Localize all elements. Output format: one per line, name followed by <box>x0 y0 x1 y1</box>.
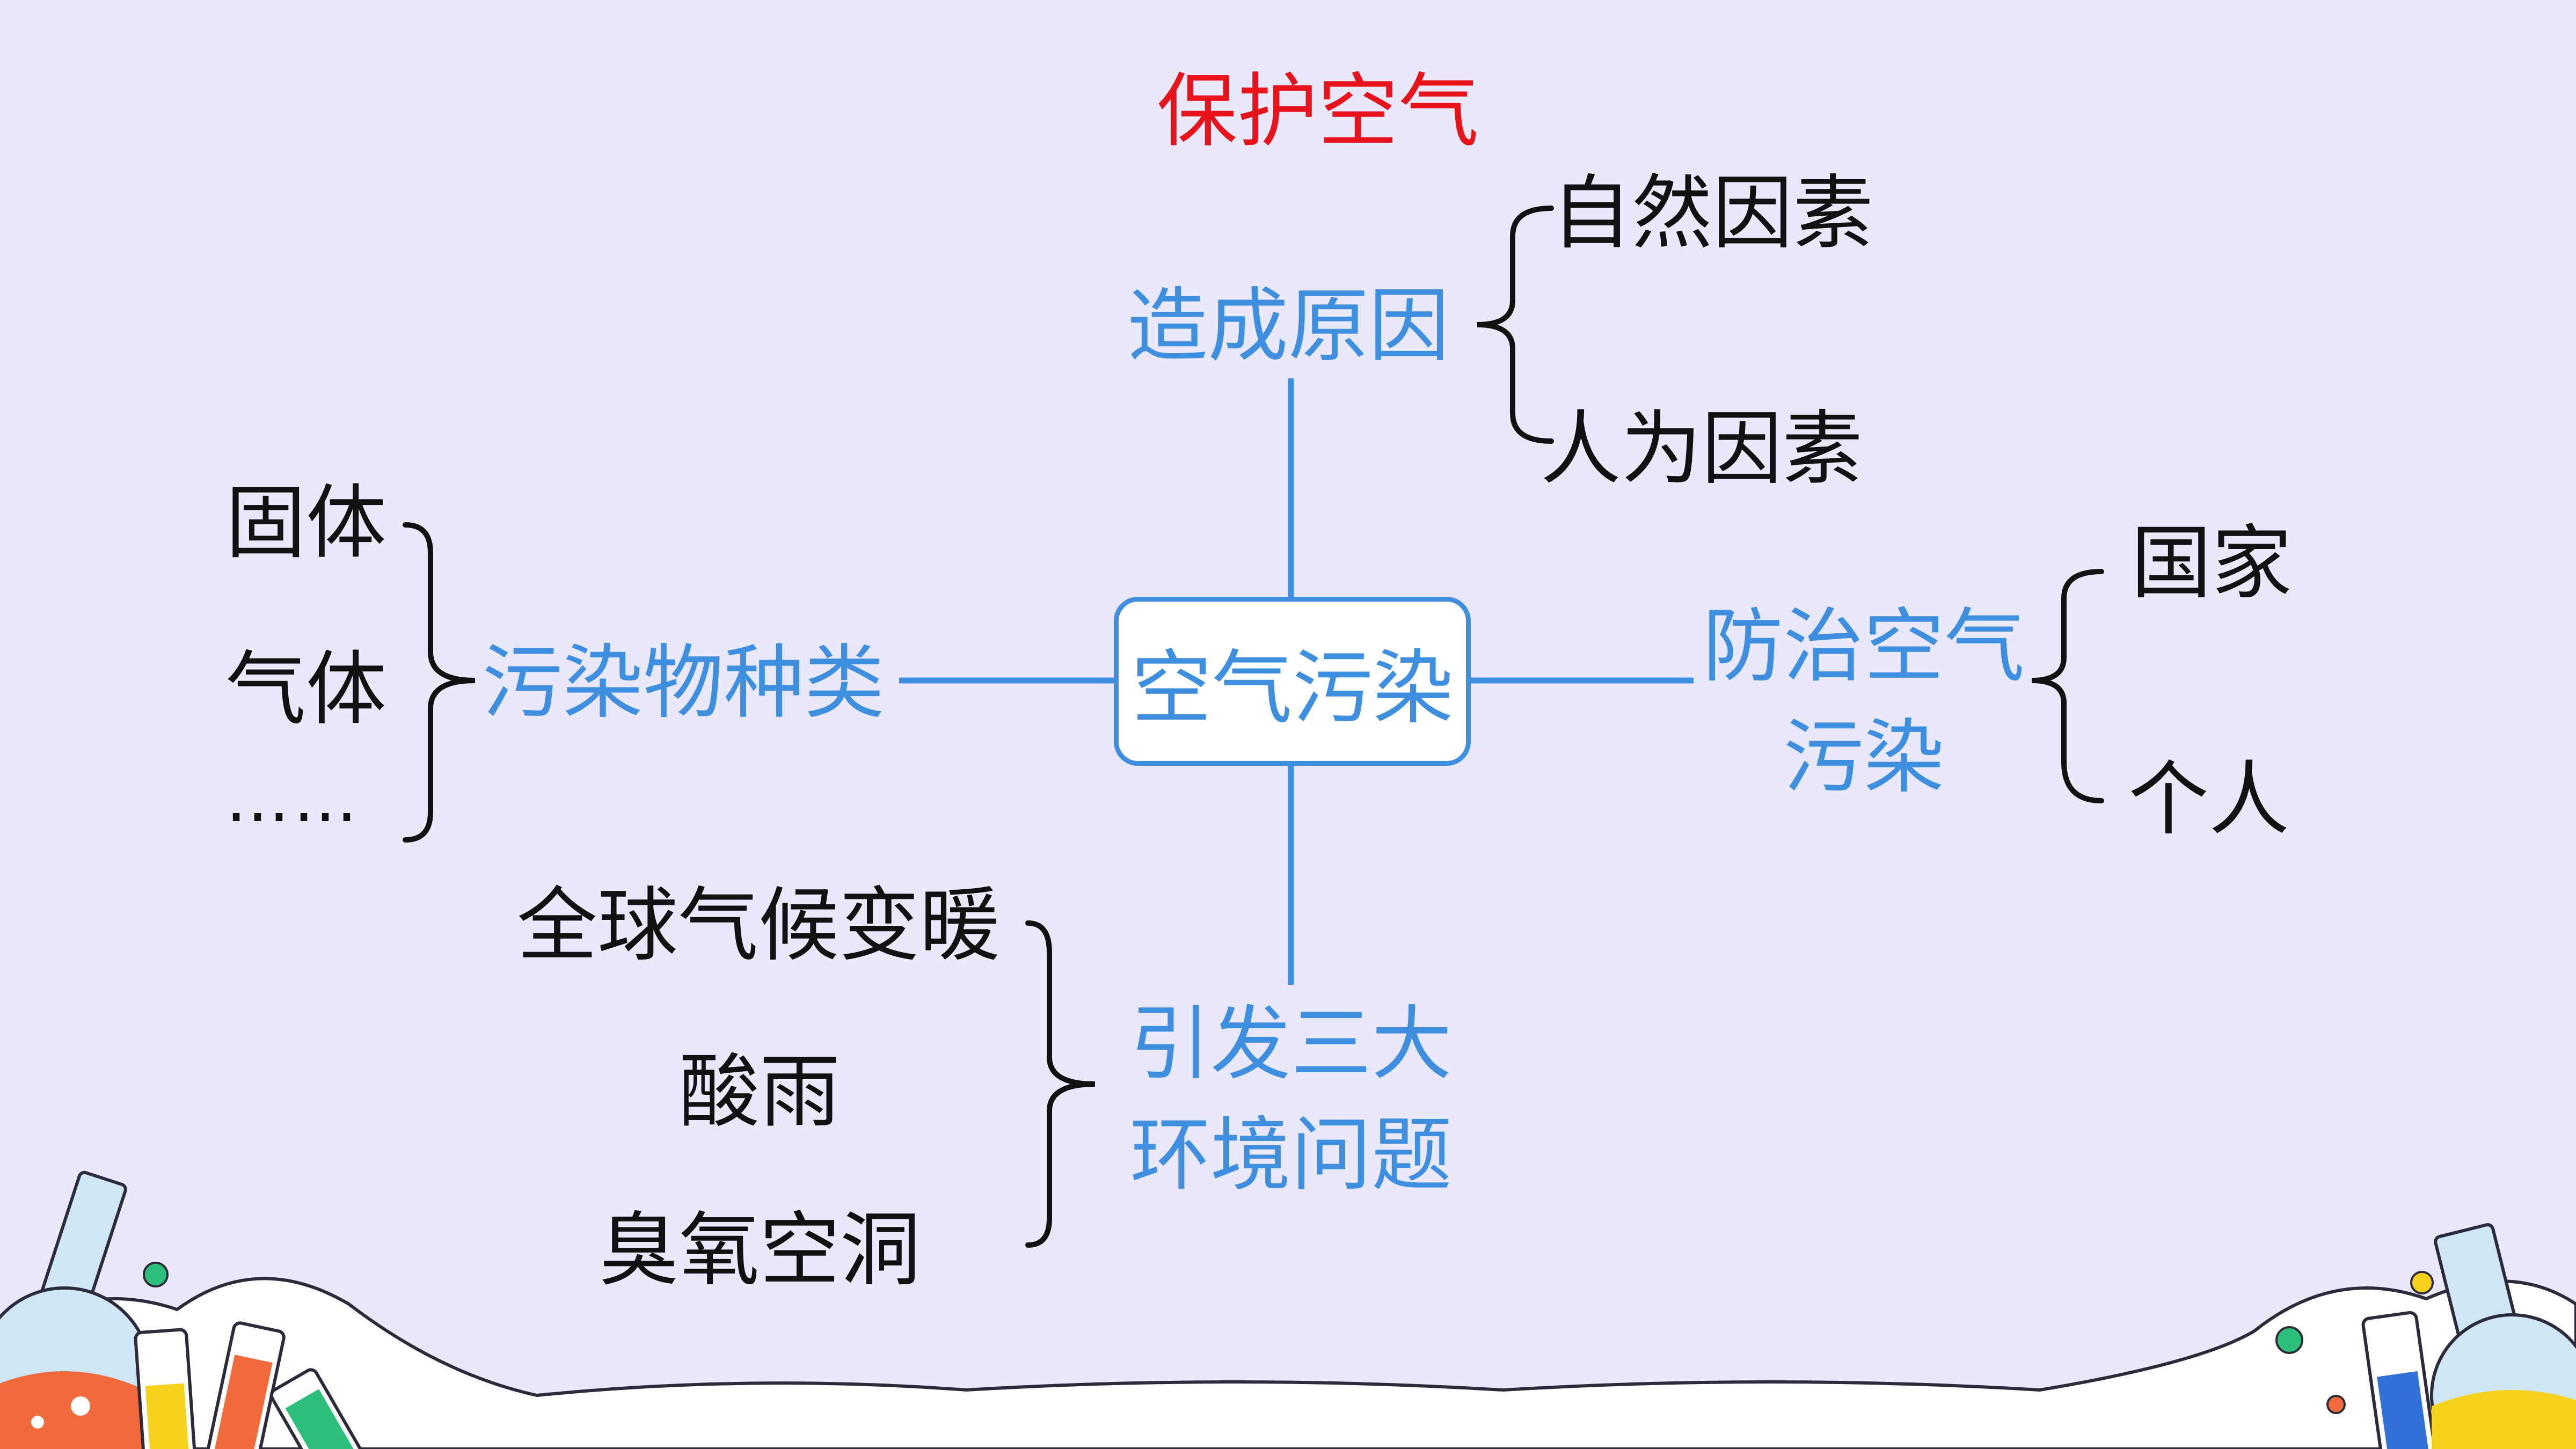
branch-problems-line2: 环境问题 <box>1129 1109 1452 1202</box>
type-item: 气体 <box>225 643 387 736</box>
branch-problems-label: 引发三大 环境问题 <box>1125 989 1457 1211</box>
branch-problems-line1: 引发三大 <box>1129 998 1452 1091</box>
lab-flask-icon <box>0 1170 152 1449</box>
branch-prevention-line1: 防治空气 <box>1703 600 2025 693</box>
test-tube-icon <box>134 1321 367 1449</box>
branch-types-label: 污染物种类 <box>482 636 885 730</box>
brace-problems <box>1025 920 1096 1248</box>
beaker-icon <box>2361 1223 2576 1449</box>
center-node-label: 空气污染 <box>1131 642 1454 735</box>
center-node: 空气污染 <box>1114 597 1471 766</box>
cause-item: 自然因素 <box>1551 167 1874 260</box>
cause-item: 人为因素 <box>1541 402 1863 496</box>
page-title: 保护空气 <box>1157 65 1479 158</box>
brace-causes <box>1477 206 1554 444</box>
type-item: …… <box>225 762 361 837</box>
branch-prevention-line2: 污染 <box>1783 711 1944 804</box>
prevention-item: 个人 <box>2128 753 2290 846</box>
branch-causes-label: 造成原因 <box>1127 280 1450 373</box>
brace-types <box>403 522 476 843</box>
prevention-item: 国家 <box>2131 517 2293 610</box>
problem-item: 全球气候变暖 <box>517 879 1001 972</box>
problem-item: 酸雨 <box>679 1045 841 1139</box>
brace-prevention <box>2031 569 2104 803</box>
branch-prevention-label: 防治空气 污染 <box>1703 591 2025 814</box>
problem-item: 臭氧空洞 <box>599 1204 921 1297</box>
type-item: 固体 <box>225 477 387 570</box>
cloud-bottom <box>0 1277 2576 1449</box>
